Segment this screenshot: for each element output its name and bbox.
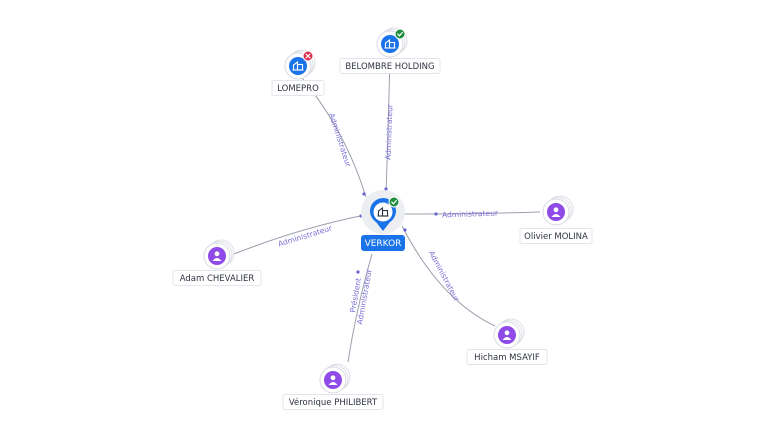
edge-label-group: Administrateur [442, 208, 499, 219]
node-label: LOMEPRO [277, 84, 319, 94]
edge-label: Administrateur [384, 103, 395, 160]
node-label-box [282, 394, 384, 410]
active-badge-check-icon [394, 28, 406, 40]
edge-arrow-icon [434, 212, 438, 216]
edge-line [401, 225, 496, 327]
node-label: Adam CHEVALIER [180, 274, 255, 284]
node-label: Hicham MSAYIF [474, 353, 540, 363]
active-badge-check-icon [388, 196, 400, 208]
person-icon [212, 251, 222, 261]
edge-label: Administrateur [442, 208, 499, 219]
node-label-box [519, 228, 593, 244]
edge-line [403, 211, 541, 215]
edge-belombre: Administrateur [384, 56, 395, 193]
building-icon [384, 38, 396, 49]
person-icon [502, 330, 512, 340]
node-label: Olivier MOLINA [524, 232, 588, 242]
node-lomepro[interactable]: LOMEPRO [271, 49, 325, 96]
edge-arrow-icon [403, 228, 407, 232]
node-adam[interactable]: Adam CHEVALIER [172, 239, 262, 286]
edge-line [347, 253, 373, 363]
node-belombre[interactable]: BELOMBRE HOLDING [339, 27, 441, 74]
building-icon [292, 60, 304, 71]
edge-label: Administrateur [327, 112, 353, 169]
center-label-box [361, 235, 405, 251]
edge-arrow-icon [384, 187, 388, 191]
edge-hicham: Administrateur [401, 225, 496, 327]
node-label: BELOMBRE HOLDING [345, 62, 434, 72]
node-label: Véronique PHILIBERT [289, 397, 378, 408]
person-icon [328, 375, 338, 385]
node-veronique[interactable]: Véronique PHILIBERT [282, 363, 384, 410]
edge-line [233, 214, 366, 255]
node-label-box [339, 58, 441, 74]
edge-label: Administrateur [427, 249, 462, 303]
center-node-verkor[interactable]: VERKOR [361, 190, 405, 251]
closed-badge-cross-icon [302, 50, 314, 62]
building-icon [377, 206, 389, 217]
edge-arrow-icon [356, 270, 360, 274]
nodes-layer: LOMEPRO BELOMBRE HOLDING Olivier MOLINA Ada… [172, 27, 593, 410]
edge-line [385, 56, 391, 193]
edge-olivier: Administrateur [403, 208, 541, 219]
edge-adam: Administrateur [233, 214, 366, 255]
edge-label-group: Administrateur [327, 112, 353, 169]
person-icon [551, 207, 561, 217]
edge-label-group: Administrateur [384, 103, 395, 160]
node-hicham[interactable]: Hicham MSAYIF [466, 318, 548, 365]
edge-label-group: Administrateur [427, 249, 462, 303]
node-label-box [271, 80, 325, 96]
edge-arrow-icon [362, 192, 366, 196]
node-label-box [172, 270, 262, 286]
node-label-box [466, 349, 548, 365]
node-olivier[interactable]: Olivier MOLINA [519, 195, 593, 244]
center-label: VERKOR [365, 239, 402, 249]
